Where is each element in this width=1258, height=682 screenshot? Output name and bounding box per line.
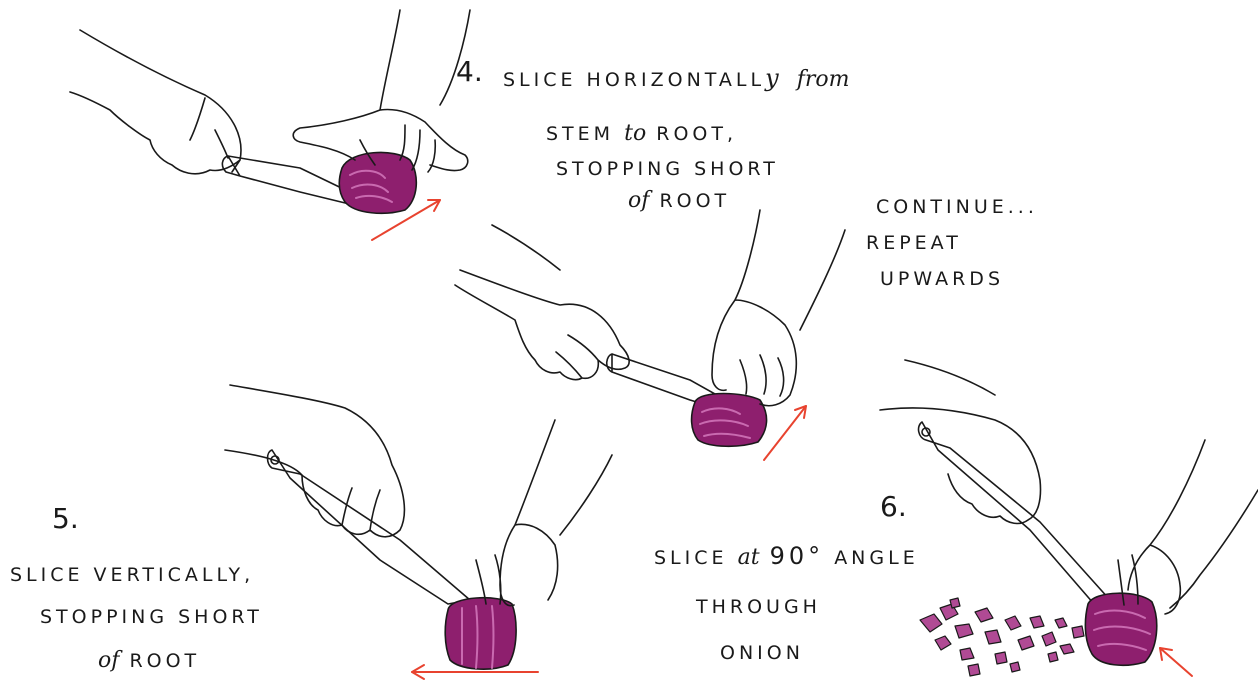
continue-knife-hand bbox=[455, 225, 629, 380]
step4-line1-from: from bbox=[797, 67, 850, 92]
step4-line1: SLICE HORIZONTALLy from bbox=[503, 66, 849, 91]
step6-direction-arrow-icon bbox=[1160, 648, 1192, 676]
step4-line3: STOPPING SHORT bbox=[556, 160, 779, 179]
step6-line1-90: 90° bbox=[770, 542, 825, 570]
step6-line2: THROUGH bbox=[696, 598, 821, 617]
step4-line1-caps: SLICE HORIZONTALL bbox=[503, 69, 765, 91]
step6-line1-slice: SLICE bbox=[654, 547, 728, 569]
step5-line3-of: of bbox=[98, 648, 119, 673]
continue-scene bbox=[455, 210, 845, 460]
step6-line1-angle: ANGLE bbox=[834, 547, 919, 569]
continue-line3: UPWARDS bbox=[880, 270, 1004, 289]
continue-holding-hand bbox=[712, 210, 845, 406]
step6-line1: SLICE at 90° ANGLE bbox=[654, 544, 919, 569]
continue-line2: REPEAT bbox=[866, 234, 962, 253]
step5-knife-hand bbox=[225, 385, 404, 537]
step4-knife-hand bbox=[70, 30, 241, 174]
step4-line4-of: of bbox=[628, 188, 649, 213]
step5-line2: STOPPING SHORT bbox=[40, 608, 263, 627]
step6-line1-at: at bbox=[738, 545, 760, 570]
step4-onion bbox=[339, 152, 416, 213]
step4-line2-to: to bbox=[624, 121, 646, 146]
step4-line2-stem: STEM bbox=[546, 123, 614, 145]
continue-onion bbox=[692, 394, 767, 447]
continue-line1: CONTINUE... bbox=[876, 198, 1038, 217]
step5-line3: of ROOT bbox=[98, 650, 200, 672]
step6-holding-hand bbox=[1118, 440, 1258, 614]
step4-holding-hand bbox=[293, 10, 470, 172]
step5-line3-root: ROOT bbox=[129, 650, 200, 672]
step6-diced-onion-pieces bbox=[920, 598, 1084, 676]
step6-line3: ONION bbox=[720, 644, 804, 663]
step4-line2: STEM to ROOT, bbox=[546, 123, 737, 145]
step4-line4-root: ROOT bbox=[659, 190, 730, 212]
step4-line1-y: y bbox=[765, 64, 779, 92]
step5-onion bbox=[445, 598, 516, 669]
step6-number: 6. bbox=[880, 493, 907, 521]
step5-holding-hand bbox=[476, 420, 612, 606]
step5-knife bbox=[268, 450, 471, 604]
continue-direction-arrow-icon bbox=[764, 406, 806, 460]
step5-scene bbox=[225, 385, 612, 679]
step6-onion bbox=[1085, 593, 1156, 665]
step5-number: 5. bbox=[52, 505, 79, 533]
step4-number: 4. bbox=[456, 58, 483, 86]
step4-scene bbox=[70, 10, 470, 240]
step4-line4: of ROOT bbox=[628, 190, 730, 212]
step5-line1: SLICE VERTICALLY, bbox=[10, 566, 254, 585]
step6-scene bbox=[880, 360, 1258, 676]
step4-line2-root: ROOT, bbox=[656, 123, 737, 145]
step6-knife bbox=[919, 422, 1110, 604]
